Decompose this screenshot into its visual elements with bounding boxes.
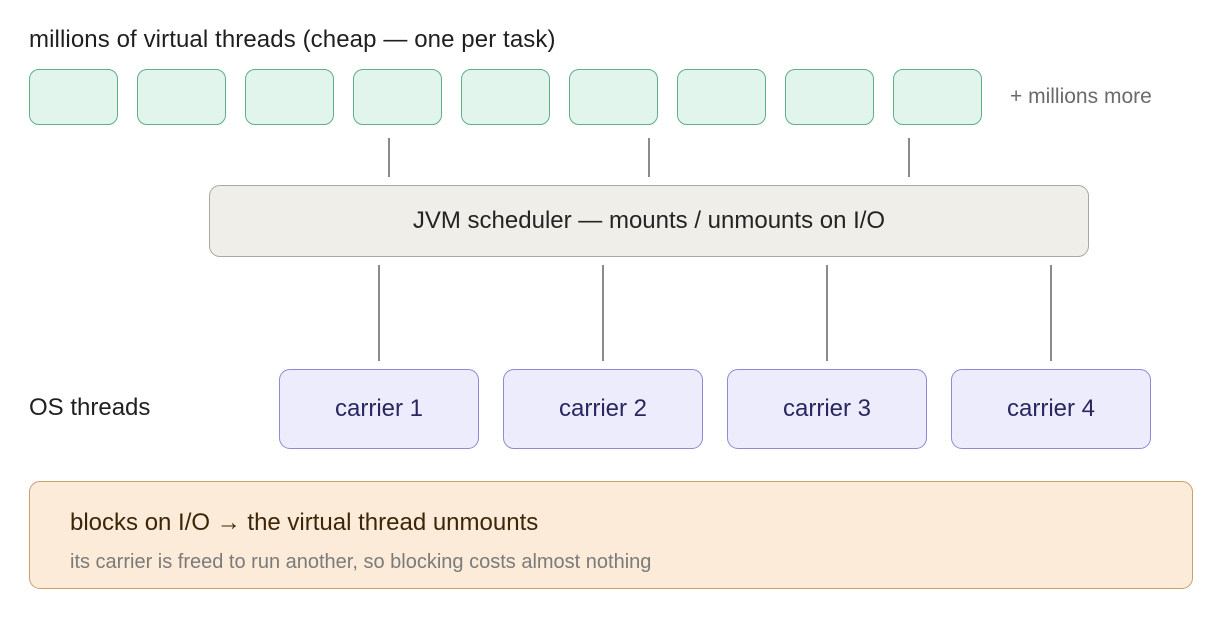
virtual-thread-box xyxy=(677,69,766,125)
connector-line xyxy=(602,265,604,361)
carrier-label: carrier 3 xyxy=(782,395,872,422)
virtual-thread-box xyxy=(461,69,550,125)
virtual-thread-box xyxy=(29,69,118,125)
carrier-box-4: carrier 4 xyxy=(951,369,1151,449)
io-note-box: blocks on I/O → the virtual thread unmou… xyxy=(29,481,1193,589)
virtual-thread-box xyxy=(893,69,982,125)
carrier-box-1: carrier 1 xyxy=(279,369,479,449)
connector-line xyxy=(826,265,828,361)
io-note-title: blocks on I/O → the virtual thread unmou… xyxy=(70,509,539,536)
virtual-thread-box xyxy=(785,69,874,125)
jvm-scheduler-label: JVM scheduler — mounts / unmounts on I/O xyxy=(412,207,886,234)
connector-line xyxy=(908,138,910,177)
connector-line xyxy=(388,138,390,177)
carrier-box-2: carrier 2 xyxy=(503,369,703,449)
virtual-thread-box xyxy=(245,69,334,125)
carrier-label: carrier 4 xyxy=(1006,395,1096,422)
virtual-thread-box xyxy=(569,69,658,125)
carrier-label: carrier 1 xyxy=(334,395,424,422)
virtual-thread-box xyxy=(353,69,442,125)
connector-line xyxy=(378,265,380,361)
more-virtual-threads-label: + millions more xyxy=(1010,85,1152,108)
jvm-scheduler-box: JVM scheduler — mounts / unmounts on I/O xyxy=(209,185,1089,257)
os-threads-label: OS threads xyxy=(29,394,151,421)
carrier-label: carrier 2 xyxy=(558,395,648,422)
connector-line xyxy=(1050,265,1052,361)
virtual-thread-box xyxy=(137,69,226,125)
carrier-box-3: carrier 3 xyxy=(727,369,927,449)
io-note-subtitle: its carrier is freed to run another, so … xyxy=(70,551,652,573)
connector-line xyxy=(648,138,650,177)
virtual-threads-heading: millions of virtual threads (cheap — one… xyxy=(29,26,556,53)
